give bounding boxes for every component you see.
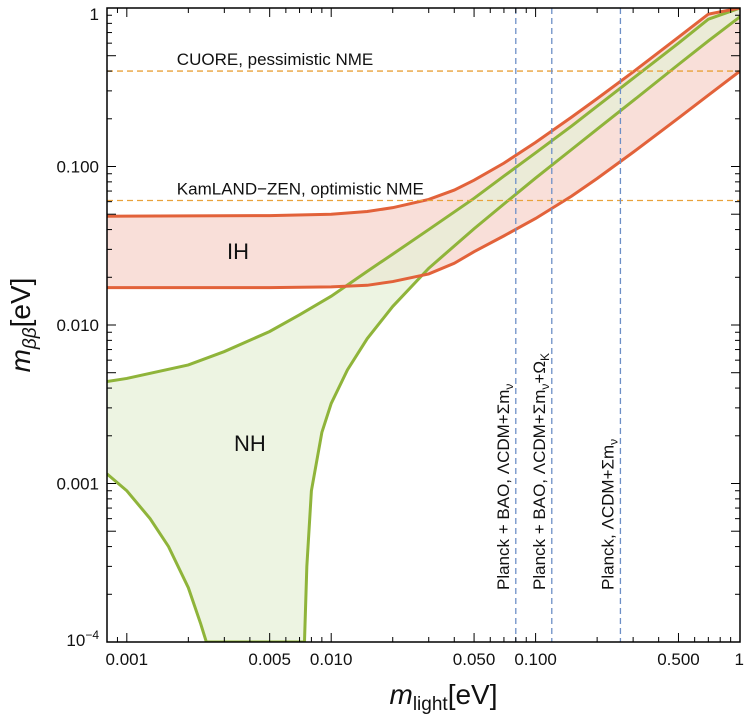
cosmology-limit-lines (515, 8, 622, 642)
annotations: CUORE, pessimistic NME KamLAND−ZEN, optim… (177, 50, 621, 590)
y-axis-label-sub: ββ (20, 327, 41, 350)
y-tick-label: 0.010 (56, 316, 99, 335)
x-axis-label: mlight[eV] (390, 679, 498, 715)
region-label-nh: NH (234, 431, 266, 456)
x-axis-label-unit: [eV] (448, 679, 498, 710)
region-fill-nh (107, 8, 740, 642)
hline-label-1: KamLAND−ZEN, optimistic NME (177, 180, 424, 199)
experiment-limit-lines (107, 70, 740, 202)
x-axis-label-main: m (390, 679, 413, 710)
vline-label-2: Planck, ΛCDM+Σmν (598, 439, 620, 590)
y-axis-label-unit: [eV] (5, 278, 36, 328)
region-upper-edge-nh (107, 8, 740, 383)
vline-label-1: Planck + BAO, ΛCDM+Σmν+ΩK (530, 353, 552, 590)
x-axis-label-sub: light (413, 694, 449, 715)
y-axis-label-main: m (5, 349, 36, 372)
x-tick-label: 0.100 (514, 650, 557, 669)
y-tick-label: 10−4 (66, 628, 99, 650)
mass-regions (107, 8, 740, 642)
x-tick-label: 0.005 (248, 650, 291, 669)
x-tick-label: 1 (735, 650, 744, 669)
x-tick-label: 0.050 (453, 650, 496, 669)
y-tick-label: 0.001 (56, 475, 99, 494)
region-upper-edge-ih (107, 8, 740, 218)
region-label-ih: IH (227, 239, 249, 264)
x-tick-label: 0.001 (106, 650, 149, 669)
hline-label-0: CUORE, pessimistic NME (177, 50, 373, 69)
vline-label-0: Planck + BAO, ΛCDM+Σmν (494, 384, 516, 590)
y-axis-label: mββ[eV] (5, 278, 41, 373)
y-tick-label: 1 (90, 5, 99, 24)
x-tick-label: 0.010 (310, 650, 353, 669)
region-lower-edge-ih (107, 69, 740, 290)
x-tick-label: 0.500 (657, 650, 700, 669)
region-fill-ih (107, 8, 740, 288)
y-tick-label: 0.100 (56, 158, 99, 177)
x-axis-ticks: 0.001 0.005 0.010 0.050 0.100 0.500 1 (106, 8, 744, 669)
y-axis-ticks: 10−4 0.001 0.010 0.100 1 (56, 5, 740, 650)
region-lower-edge-nh (107, 15, 740, 642)
